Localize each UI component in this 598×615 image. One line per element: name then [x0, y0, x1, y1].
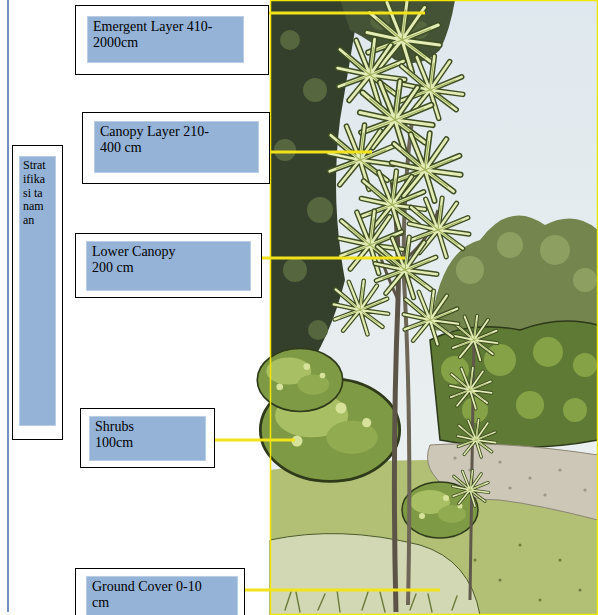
layer-label: Lower Canopy 200 cm — [75, 233, 262, 298]
label-fill: Stratifikasi tanaman — [19, 156, 56, 426]
stratification-label: Stratifikasi tanaman — [12, 145, 63, 440]
layer-text: Shrubs 100cm — [90, 417, 170, 453]
label-fill: Lower Canopy 200 cm — [86, 241, 251, 291]
layer-label: Emergent Layer 410-2000cm — [75, 5, 269, 75]
layer-label: Canopy Layer 210-400 cm — [82, 112, 270, 184]
layer-text: Stratifikasi tanaman — [20, 157, 51, 230]
label-fill: Emergent Layer 410-2000cm — [87, 16, 244, 63]
leader-lines — [206, 13, 440, 590]
label-fill: Canopy Layer 210-400 cm — [94, 121, 259, 173]
layer-text: Emergent Layer 410-2000cm — [88, 17, 240, 53]
label-fill: Shrubs 100cm — [89, 416, 206, 461]
label-fill: Ground Cover 0-10 cm — [86, 576, 238, 615]
layer-label: Shrubs 100cm — [80, 408, 215, 468]
layer-text: Canopy Layer 210-400 cm — [95, 122, 230, 158]
layer-label: Ground Cover 0-10 cm — [75, 568, 245, 615]
layer-text: Ground Cover 0-10 cm — [87, 577, 207, 613]
layer-text: Lower Canopy 200 cm — [87, 242, 202, 278]
